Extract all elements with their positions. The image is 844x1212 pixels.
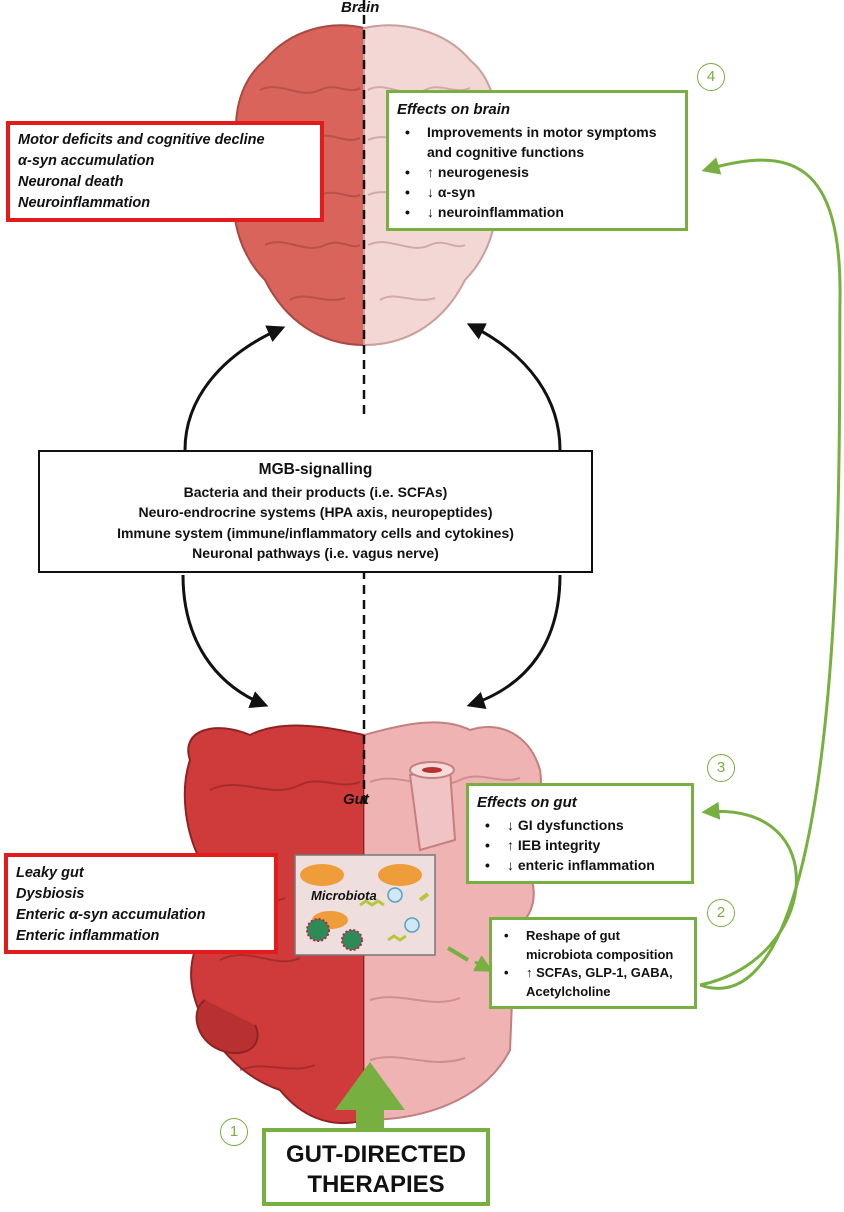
gut-effect-2: ↑ IEB integrity xyxy=(477,835,683,855)
gut-deficit-2: Dysbiosis xyxy=(16,886,85,902)
mgb-title: MGB-signalling xyxy=(258,461,373,478)
microbiota-inset xyxy=(294,854,436,956)
brain-deficit-3: Neuronal death xyxy=(18,174,124,190)
mgb-line-4: Neuronal pathways (i.e. vagus nerve) xyxy=(192,545,439,561)
microbiota-label: Microbiota xyxy=(311,888,377,903)
arrow-to-brain-effects xyxy=(699,157,842,990)
step-4-badge: 4 xyxy=(697,63,725,91)
gut-label: Gut xyxy=(343,791,369,808)
brain-deficit-2: α-syn accumulation xyxy=(18,153,155,169)
brain-effect-4: ↓ neuroinflammation xyxy=(397,202,677,222)
mgb-line-2: Neuro-endrocrine systems (HPA axis, neur… xyxy=(138,504,493,520)
step-3-badge: 3 xyxy=(707,754,735,782)
therapy-line-2: THERAPIES xyxy=(307,1171,445,1198)
step-1-badge: 1 xyxy=(220,1118,248,1146)
arrow-to-gut-effects xyxy=(699,801,798,987)
mgb-line-3: Immune system (immune/inflammatory cells… xyxy=(117,524,514,541)
reshape-item-1: Reshape of gut microbiota composition xyxy=(496,927,688,964)
arrow-to-gut-left xyxy=(181,574,269,708)
gut-effects-title: Effects on gut xyxy=(477,794,577,811)
gut-effect-3: ↓ enteric inflammation xyxy=(477,855,683,875)
mgb-signalling-box: MGB-signalling Bacteria and their produc… xyxy=(38,450,593,573)
gut-deficit-1: Leaky gut xyxy=(16,865,84,881)
gut-deficit-4: Enteric inflammation xyxy=(16,928,160,944)
therapy-arrow-shaft xyxy=(356,1100,384,1130)
brain-deficits-box: Motor deficits and cognitive decline α-s… xyxy=(6,121,324,222)
brain-effect-1: Improvements in motor symptoms and cogni… xyxy=(397,122,677,162)
arrow-to-brain-right xyxy=(466,323,562,451)
gut-effects-box: Effects on gut ↓ GI dysfunctions ↑ IEB i… xyxy=(466,783,694,884)
brain-effects-box: Effects on brain Improvements in motor s… xyxy=(386,90,688,231)
brain-label: Brain xyxy=(341,0,380,16)
reshape-item-2: ↑ SCFAs, GLP-1, GABA, Acetylcholine xyxy=(496,964,688,1001)
brain-effects-title: Effects on brain xyxy=(397,101,511,118)
arrow-to-brain-left xyxy=(183,325,286,451)
gut-deficit-3: Enteric α-syn accumulation xyxy=(16,907,206,923)
therapy-line-1: GUT-DIRECTED xyxy=(286,1141,466,1168)
reshape-box: Reshape of gut microbiota composition ↑ … xyxy=(489,917,697,1009)
brain-effect-3: ↓ α-syn xyxy=(397,182,677,202)
gut-deficits-box: Leaky gut Dysbiosis Enteric α-syn accumu… xyxy=(4,853,278,954)
brain-deficit-1: Motor deficits and cognitive decline xyxy=(18,132,265,148)
arrow-to-reshape xyxy=(473,955,494,972)
gut-directed-therapies-box: GUT-DIRECTED THERAPIES xyxy=(262,1128,490,1206)
gut-effect-1: ↓ GI dysfunctions xyxy=(477,815,683,835)
brain-deficit-4: Neuroinflammation xyxy=(18,195,151,211)
brain-effect-2: ↑ neurogenesis xyxy=(397,162,677,182)
therapy-arrow-head xyxy=(335,1062,405,1128)
step-2-badge: 2 xyxy=(707,899,735,927)
mgb-line-1: Bacteria and their products (i.e. SCFAs) xyxy=(183,483,448,500)
arrow-to-gut-right xyxy=(466,574,562,709)
